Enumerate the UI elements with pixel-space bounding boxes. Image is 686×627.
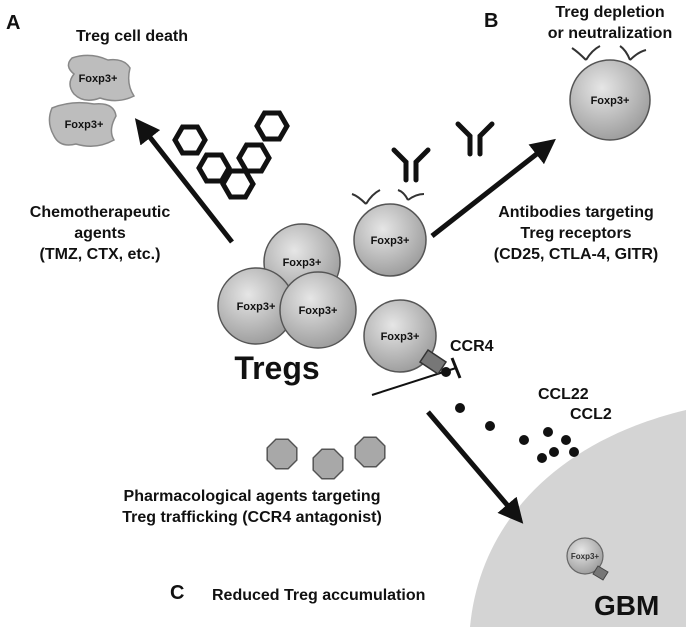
treg-cell-ccr4: Foxp3+ xyxy=(363,299,448,376)
ccr4-label: CCR4 xyxy=(450,338,494,355)
receptor-cell-marker: Foxp3+ xyxy=(371,235,410,247)
chemotherapy-label-line: agents xyxy=(74,225,126,242)
chemo-hexagon xyxy=(172,124,208,156)
chemotherapy-molecules xyxy=(172,110,290,200)
gbm-tumor-region xyxy=(470,410,686,627)
chemokine-dot xyxy=(561,435,571,445)
treg-depletion-title-line: or neutralization xyxy=(547,25,673,42)
gbm-cell-marker: Foxp3+ xyxy=(571,552,600,561)
chemokine-dot xyxy=(441,367,451,377)
dead-cell-marker: Foxp3+ xyxy=(65,119,104,131)
arrow-to-depletion xyxy=(430,138,556,238)
chemotherapy-label-line: (TMZ, CTX, etc.) xyxy=(39,246,161,263)
chemokine-dot xyxy=(455,403,465,413)
dead-cell-marker: Foxp3+ xyxy=(79,73,118,85)
depleted-cell-marker: Foxp3+ xyxy=(591,95,630,107)
depleted-treg-cell: Foxp3+ xyxy=(569,45,651,141)
antibody-label-line: (CD25, CTLA-4, GITR) xyxy=(493,246,659,263)
panel-label-b: B xyxy=(484,10,499,32)
chemo-hexagon xyxy=(236,142,272,174)
antibody-y-shape xyxy=(455,121,495,157)
pharmacological-label-line: Pharmacological agents targeting xyxy=(123,488,381,505)
antibodies xyxy=(391,121,495,183)
panel-label-c: C xyxy=(170,582,185,604)
chemokine-dot xyxy=(537,453,547,463)
chemokine-dots xyxy=(441,367,579,463)
arrow-to-cell-death xyxy=(134,118,234,244)
cluster-cell-marker: Foxp3+ xyxy=(237,301,276,313)
antibody-y-shape xyxy=(391,147,431,183)
treg-depletion-title-line: Treg depletion xyxy=(555,4,665,21)
treg-depletion-title: Treg depletion or neutralization xyxy=(540,2,680,44)
pharmacological-label-line: Treg trafficking (CCR4 antagonist) xyxy=(122,509,382,526)
antibody-label-line: Antibodies targeting xyxy=(498,204,654,221)
antibody-label-line: Treg receptors xyxy=(520,225,632,242)
chemo-hexagon xyxy=(196,152,232,184)
ccl22-label: CCL22 xyxy=(538,386,589,403)
arrow-to-gbm xyxy=(426,410,524,524)
antagonist-octagon xyxy=(312,448,344,480)
ccr4-receptor xyxy=(418,348,448,376)
treg-death-title: Treg cell death xyxy=(75,28,189,45)
gbm-treg-cell: Foxp3+ xyxy=(566,537,609,581)
treg-cell-with-receptors: Foxp3+ xyxy=(351,189,427,277)
chemokine-dot xyxy=(519,435,529,445)
dead-treg-cell: Foxp3+ xyxy=(48,101,117,147)
chemotherapy-label: Chemotherapeutic agents (TMZ, CTX, etc.) xyxy=(0,202,200,265)
pharmacological-label: Pharmacological agents targeting Treg tr… xyxy=(92,486,412,528)
antibody-label: Antibodies targeting Treg receptors (CD2… xyxy=(470,202,682,265)
treg-cluster: Foxp3+ Foxp3+ Foxp3+ xyxy=(217,223,357,349)
chemokine-dot xyxy=(543,427,553,437)
gbm-label: GBM xyxy=(594,590,660,621)
antagonist-octagon xyxy=(354,436,386,468)
tregs-label: Tregs xyxy=(234,350,320,386)
antagonist-octagon xyxy=(266,438,298,470)
chemokine-dot xyxy=(485,421,495,431)
chemotherapy-label-line: Chemotherapeutic xyxy=(29,204,171,221)
chemo-hexagon xyxy=(220,168,256,200)
chemokine-dot xyxy=(569,447,579,457)
inhibition-bar xyxy=(450,357,462,379)
cluster-cell-marker: Foxp3+ xyxy=(299,305,338,317)
chemokine-dot xyxy=(549,447,559,457)
cluster-cell-marker: Foxp3+ xyxy=(283,257,322,269)
ccl2-label: CCL2 xyxy=(570,406,612,423)
ccr4-antagonist-molecules xyxy=(266,436,386,480)
chemo-hexagon xyxy=(254,110,290,142)
reduced-accumulation-label: Reduced Treg accumulation xyxy=(212,587,426,604)
dead-treg-cell: Foxp3+ xyxy=(67,54,136,102)
ccr4-cell-marker: Foxp3+ xyxy=(381,331,420,343)
panel-label-a: A xyxy=(6,12,21,34)
